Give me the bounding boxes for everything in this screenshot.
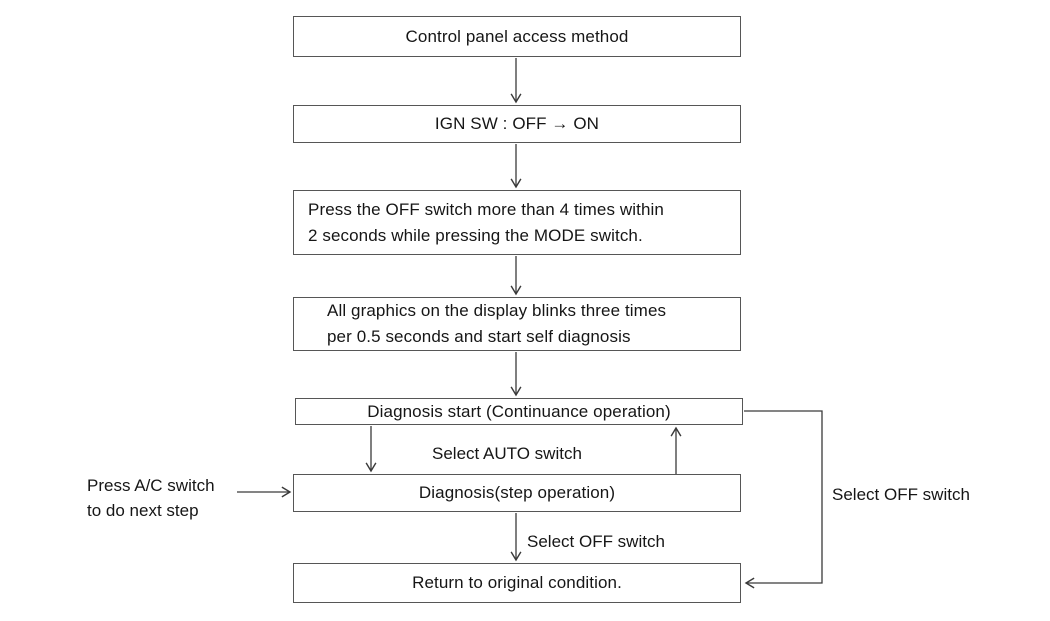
edge-label-line1: Press A/C switch [87,476,215,495]
node-label: IGN SW : OFF → ON [434,114,600,133]
edge-label-line2: to do next step [87,501,199,520]
edge-label-select-off-switch-right: Select OFF switch [832,482,970,507]
node-label: Return to original condition. [412,573,622,592]
node-return-to-original-condition: Return to original condition. [293,563,741,603]
node-ign-sw-off-on: IGN SW : OFF → ON [293,105,741,143]
node-press-off-switch: Press the OFF switch more than 4 times w… [293,190,741,255]
node-label-line2: per 0.5 seconds and start self diagnosis [327,327,631,346]
node-diagnosis-step-operation: Diagnosis(step operation) [293,474,741,512]
edge-label-press-ac-switch: Press A/C switch to do next step [87,473,215,523]
node-label: Diagnosis start (Continuance operation) [367,401,671,421]
edge-label-select-auto-switch: Select AUTO switch [432,441,582,466]
node-label: Control panel access method [405,26,629,46]
arrow-node5-node7-select-off [744,410,823,589]
node-graphics-blink-self-diagnosis: All graphics on the display blinks three… [293,297,741,351]
node-label-line2: 2 seconds while pressing the MODE switch… [308,225,643,245]
edge-label-select-off-switch-bottom: Select OFF switch [527,529,665,554]
node-diagnosis-start-continuance: Diagnosis start (Continuance operation) [295,398,743,425]
node-label: Diagnosis(step operation) [418,483,616,502]
node-control-panel-access-method: Control panel access method [293,16,741,57]
node-label-line1: All graphics on the display blinks three… [327,301,667,320]
node-label-line1: Press the OFF switch more than 4 times w… [308,199,664,219]
